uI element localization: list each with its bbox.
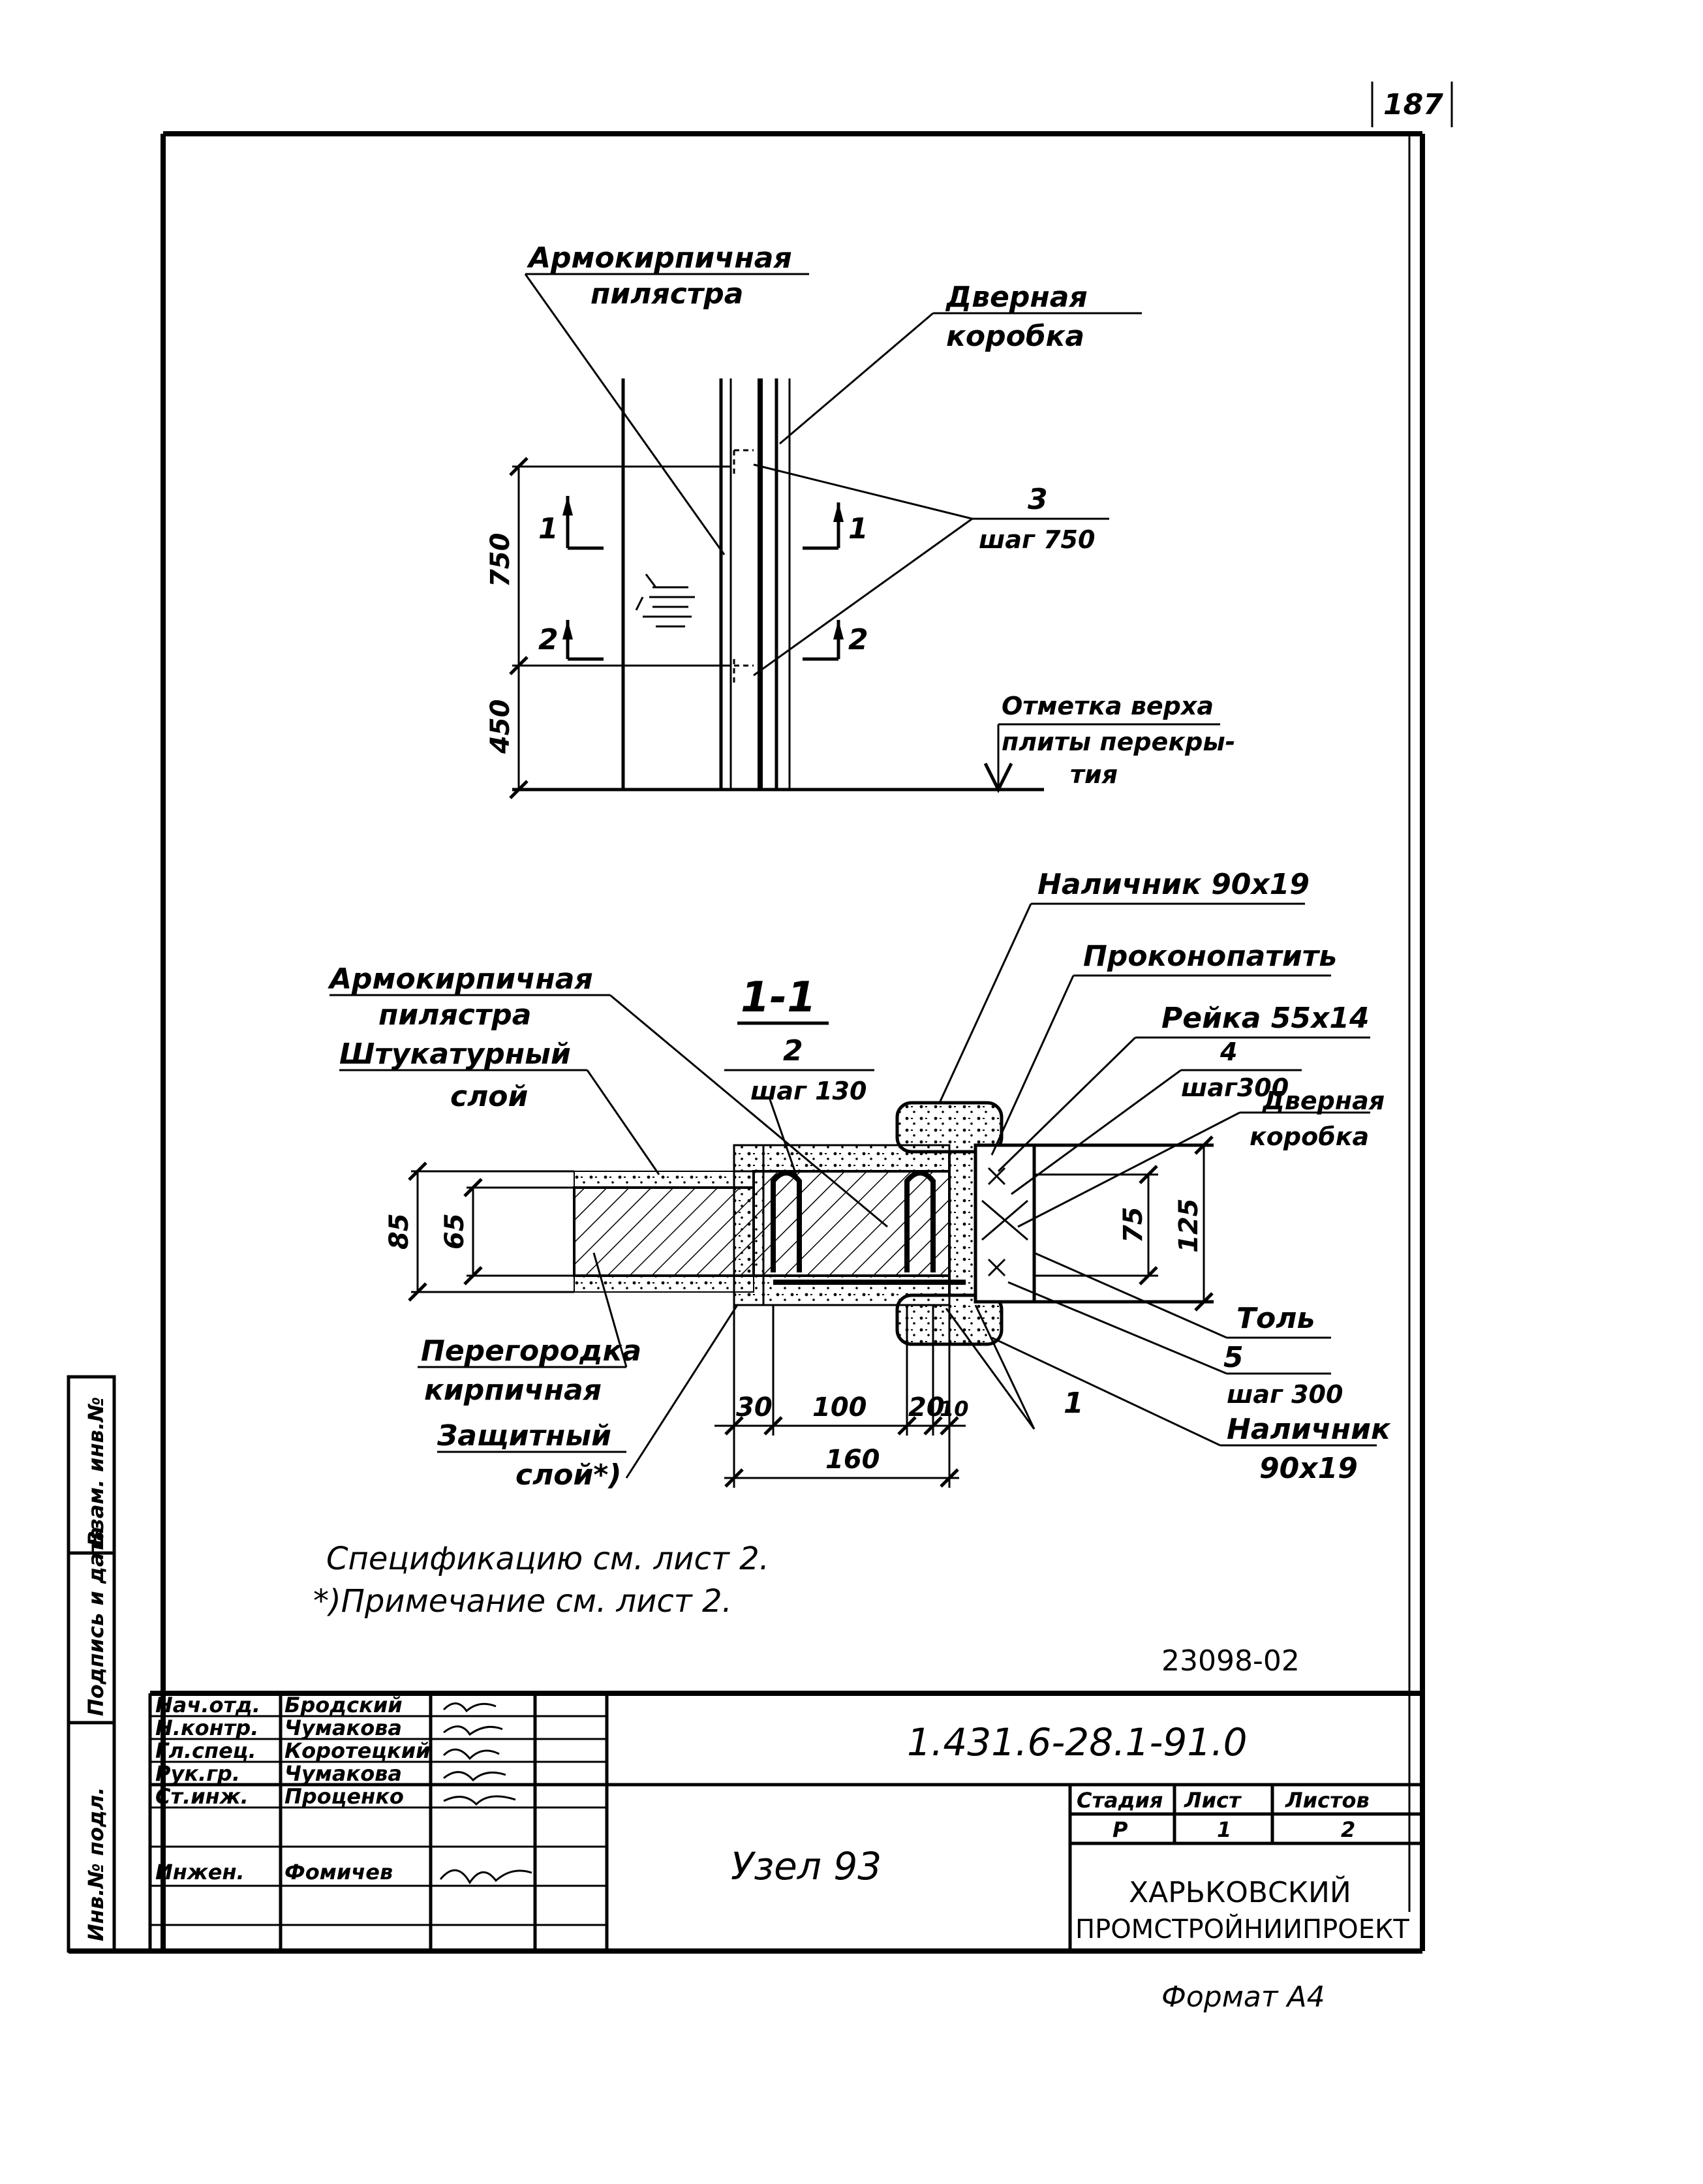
sec-label-partition-2: кирпичная <box>424 1374 602 1407</box>
sec-label-plaster-1: Штукатурный <box>339 1038 571 1071</box>
tb-node: Узел 93 <box>731 1844 882 1888</box>
section-title: 1-1 <box>741 974 816 1022</box>
page-number-box: 187 <box>1371 82 1453 127</box>
elev-dim-750: 750 <box>485 533 515 588</box>
stamp-replaced-inv: Взам. инв.№ <box>84 1397 108 1546</box>
elev-label-pilaster-1: Армокирпичная <box>527 241 792 275</box>
sec-label-protective-1: Защитный <box>437 1419 611 1453</box>
elevation-view: 1 1 2 2 750 450 Отметка верха плиты пере… <box>485 241 1235 799</box>
notes: Спецификацию см. лист 2. *)Примечание см… <box>313 1541 769 1620</box>
tb-code: 1.431.6-28.1-91.0 <box>907 1720 1248 1764</box>
sec-label-pilaster-1: Армокирпичная <box>328 962 593 996</box>
tb-role-1: Н.контр. <box>155 1715 258 1740</box>
sec-label-door-frame-2: коробка <box>1250 1122 1369 1151</box>
dim-100: 100 <box>812 1392 867 1423</box>
tb-stage: Р <box>1112 1817 1128 1842</box>
note-remark: *)Примечание см. лист 2. <box>313 1583 732 1620</box>
dim-160: 160 <box>825 1445 880 1475</box>
tb-name-2: Коротецкий <box>284 1738 431 1763</box>
sec-item-2: 2 <box>783 1034 803 1068</box>
dim-75: 75 <box>1118 1207 1148 1243</box>
tb-stage-header: Стадия <box>1077 1788 1163 1813</box>
sec-label-tol: Толь <box>1236 1302 1315 1335</box>
dim-10: 10 <box>940 1396 969 1421</box>
elev-label-slab-2: плиты перекры- <box>1002 728 1235 756</box>
section-view: 1-1 85 <box>328 868 1391 1492</box>
elev-section-2-left: 2 <box>538 623 559 656</box>
sec-item-1: 1 <box>1064 1387 1084 1420</box>
format-label: Формат А4 <box>1161 1980 1325 2014</box>
sec-item-4: 4 <box>1220 1038 1237 1066</box>
tb-name-3: Чумакова <box>284 1761 402 1786</box>
dim-20: 20 <box>908 1392 945 1423</box>
tb-sheets: 2 <box>1341 1817 1355 1842</box>
sec-label-casing-bottom-1: Наличник <box>1227 1413 1391 1446</box>
elev-section-1-right: 1 <box>848 512 868 546</box>
tb-name-4: Проценко <box>284 1784 404 1809</box>
sec-label-door-frame-1: Дверная <box>1262 1086 1385 1115</box>
sec-item-5: 5 <box>1223 1341 1244 1374</box>
sec-item-4-step: шаг300 <box>1181 1073 1289 1102</box>
stamp-signature-date: Подпись и дата <box>84 1526 108 1716</box>
signatures <box>439 1702 532 1884</box>
dim-30: 30 <box>736 1392 773 1423</box>
sec-label-caulk: Проконопатить <box>1083 940 1337 973</box>
title-block: Нач.отд. Бродский Н.контр. Чумакова Гл.с… <box>148 1691 1422 1951</box>
sec-label-casing-top: Наличник 90х19 <box>1037 868 1310 901</box>
elev-dim-450: 450 <box>485 700 515 755</box>
elev-label-slab-3: тия <box>1070 760 1118 789</box>
elev-item-3-step: шаг 750 <box>979 525 1095 554</box>
tb-name-1: Чумакова <box>284 1715 402 1740</box>
elev-label-pilaster-2: пилястра <box>591 277 743 311</box>
tb-org-2: ПРОМСТРОЙНИИПРОЕКТ <box>1075 1913 1409 1945</box>
note-specification: Спецификацию см. лист 2. <box>326 1541 769 1577</box>
sec-label-strip: Рейка 55х14 <box>1161 1002 1370 1035</box>
elev-section-2-right: 2 <box>848 623 868 656</box>
tb-name-6: Фомичев <box>284 1860 393 1884</box>
tb-org-1: ХАРЬКОВСКИЙ <box>1129 1875 1351 1909</box>
tb-role-2: Гл.спец. <box>155 1738 256 1763</box>
sec-item-5-step: шаг 300 <box>1227 1380 1343 1409</box>
stamp-inv-number: Инв.№ подл. <box>84 1787 108 1941</box>
elev-label-door-frame-1: Дверная <box>945 281 1088 314</box>
sec-label-protective-2: слой*) <box>515 1458 622 1492</box>
tb-sheet-header: Лист <box>1184 1788 1242 1813</box>
sec-label-plaster-2: слой <box>450 1080 528 1113</box>
dim-65: 65 <box>440 1213 470 1250</box>
doc-number: 23098-02 <box>1161 1644 1300 1678</box>
page-number: 187 <box>1383 88 1443 121</box>
tb-role-6: Инжен. <box>155 1860 245 1884</box>
tb-role-3: Рук.гр. <box>155 1761 240 1786</box>
side-stamp: Инв.№ подл. Подпись и дата Взам. инв.№ <box>67 1375 116 1953</box>
sec-label-partition-1: Перегородка <box>421 1334 641 1368</box>
sec-label-pilaster-2: пилястра <box>378 998 531 1032</box>
tb-sheets-header: Листов <box>1285 1788 1370 1813</box>
tb-sheet: 1 <box>1217 1817 1231 1842</box>
dim-125: 125 <box>1174 1199 1204 1253</box>
tb-role-0: Нач.отд. <box>155 1693 260 1717</box>
elev-label-slab-1: Отметка верха <box>1002 692 1214 720</box>
sec-item-2-step: шаг 130 <box>750 1077 867 1105</box>
tb-name-0: Бродский <box>284 1693 403 1717</box>
sheet-frame <box>69 131 1425 1954</box>
elev-item-3: 3 <box>1028 483 1048 516</box>
sec-label-casing-bottom-2: 90х19 <box>1259 1452 1358 1485</box>
dim-85: 85 <box>384 1213 414 1250</box>
tb-role-4: Ст.инж. <box>155 1784 249 1809</box>
elev-section-1-left: 1 <box>538 512 559 546</box>
elev-label-door-frame-2: коробка <box>946 320 1084 353</box>
